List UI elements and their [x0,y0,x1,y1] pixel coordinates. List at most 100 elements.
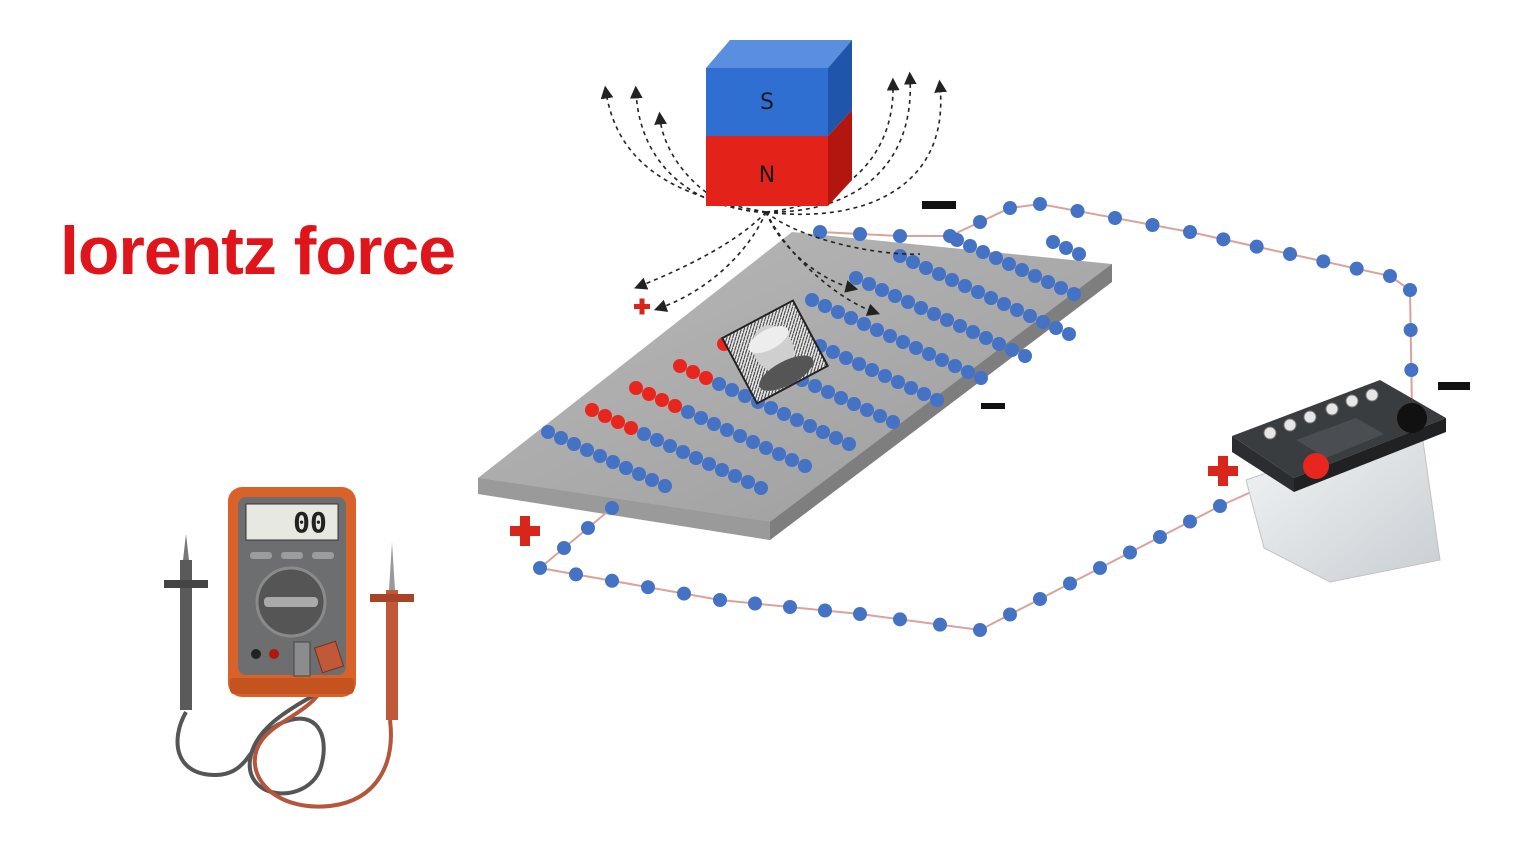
minus-sign-icon [922,201,1470,409]
electron [1041,275,1055,289]
positive-charge-group [585,337,731,435]
electron [764,401,778,415]
electron [883,329,897,343]
electron [979,331,993,345]
electron [805,293,819,307]
electron [849,271,863,285]
electron [891,375,905,389]
electron [733,429,747,443]
electron [818,603,832,618]
electron [839,351,853,365]
electron [715,463,729,477]
electron [922,347,936,361]
electron [901,295,915,309]
multimeter-display: 00 [293,506,327,539]
electron [1072,247,1086,261]
electron [580,443,594,457]
electron [831,305,845,319]
electron [966,325,980,339]
electron [974,371,988,385]
portrait-icon [720,299,830,405]
electron [1023,309,1037,323]
electron [818,299,832,313]
electron [1062,327,1076,341]
electron [1003,201,1017,215]
electron [663,439,677,453]
electron [893,229,907,243]
electron [637,427,651,441]
electron [554,431,568,445]
electron [1067,287,1081,301]
positive-charge [624,421,638,435]
electron [906,255,920,269]
electron [1216,232,1231,247]
electron [681,405,695,419]
positive-charge [655,393,669,407]
electron [1249,239,1264,254]
electron [1316,254,1331,269]
electron [917,387,931,401]
electron [919,261,933,275]
electron [945,273,959,287]
electron [873,409,887,423]
electron [658,479,672,493]
electron [896,335,910,349]
electron [1054,281,1068,295]
electron [754,481,768,495]
electron [676,445,690,459]
electron [759,441,773,455]
electron [650,433,664,447]
electron [953,319,967,333]
electron [862,277,876,291]
electron [847,397,861,411]
electron [961,365,975,379]
electron [783,600,797,614]
electron [853,607,867,621]
electron [619,461,633,475]
electron [738,389,752,403]
electron [852,357,866,371]
electron [976,245,990,259]
positive-charge [699,371,713,385]
electron [1028,269,1042,283]
electron [772,447,786,461]
electron [940,313,954,327]
electron [909,341,923,355]
electron [930,393,944,407]
plus-sign-icon [510,298,1238,546]
electron [935,353,949,367]
positive-charge [611,415,625,429]
electron [813,225,827,239]
electron [932,267,946,281]
electron [605,573,619,588]
electron [1018,349,1032,363]
electron [933,617,947,632]
electron [741,475,755,489]
electron [1015,263,1029,277]
electron [914,301,928,315]
electron [777,407,791,421]
conducting-plate [478,232,1112,540]
electron [1005,343,1019,357]
electron [1036,315,1050,329]
positive-charge [668,399,682,413]
electron [829,431,843,445]
electron [1003,607,1017,622]
electron [567,437,581,451]
electron [1033,197,1047,211]
electron [1153,530,1167,544]
electron [1183,225,1197,239]
electron [878,369,892,383]
electron [973,623,987,637]
electron [1002,257,1016,271]
electron [641,580,655,595]
electron [746,435,760,449]
positive-charge [585,403,599,417]
electron [1070,204,1085,218]
electron [1033,592,1047,606]
electron [826,345,840,359]
electron [689,451,703,465]
electron [1123,545,1137,560]
electron [803,419,817,433]
electron [1403,323,1418,337]
